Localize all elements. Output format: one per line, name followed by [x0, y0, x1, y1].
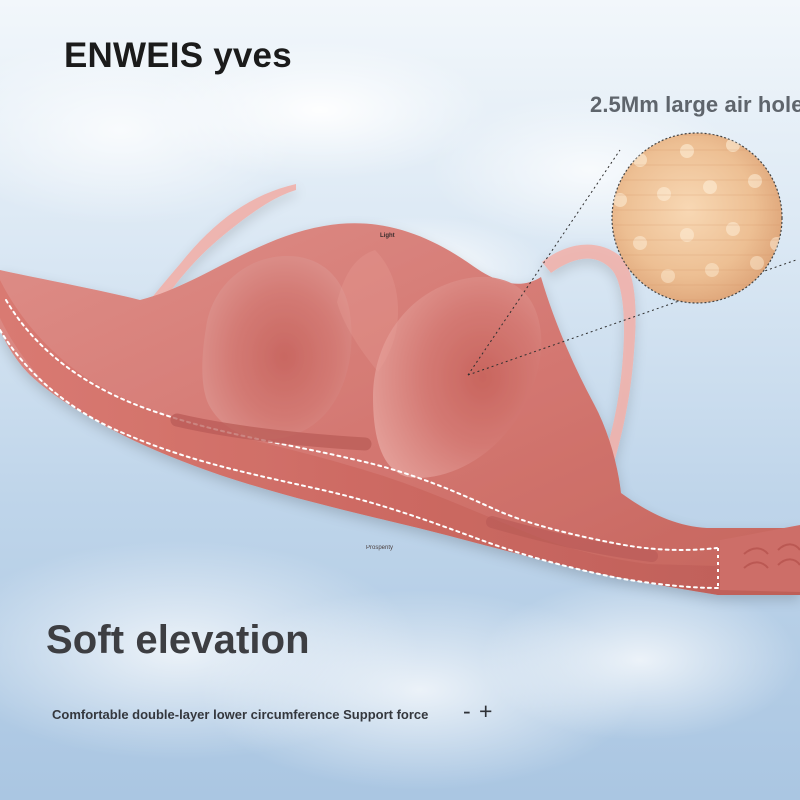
stitch-top-left	[5, 299, 718, 551]
air-hole-callout: 2.5Mm large air hole	[590, 92, 800, 117]
cup-left	[202, 256, 352, 440]
center-gore-highlight	[337, 250, 399, 372]
cloud-bottom-right	[480, 580, 800, 740]
cloud-group	[0, 35, 800, 790]
tiny-label-prosperity: Prosperity	[366, 545, 394, 551]
support-description: Comfortable double-layer lower circumfer…	[52, 707, 429, 722]
mesh-weave-overlay	[612, 133, 782, 301]
cup-right	[373, 276, 542, 478]
hook-eye-details	[743, 543, 800, 569]
brand-title: ENWEIS yves	[64, 36, 292, 75]
right-strap	[542, 244, 636, 488]
underwire-right-ridge	[486, 516, 658, 562]
left-strap	[150, 184, 296, 304]
mesh-zoom-circle-outline	[611, 132, 783, 304]
callout-line-top	[467, 149, 621, 376]
bra-illustration	[0, 184, 800, 595]
tiny-label-light: Light	[380, 233, 395, 239]
bra-lower-band	[0, 280, 800, 595]
band-hook-tab	[720, 525, 800, 592]
headline-soft-elevation: Soft elevation	[46, 618, 310, 662]
mesh-row-2	[613, 174, 762, 207]
cloud-top-left	[0, 35, 300, 225]
stitch-bottom-left	[0, 329, 720, 589]
minus-plus-mark: - +	[463, 698, 494, 724]
underwire-left-ridge	[170, 413, 372, 451]
band-stitch-lines	[0, 299, 720, 589]
